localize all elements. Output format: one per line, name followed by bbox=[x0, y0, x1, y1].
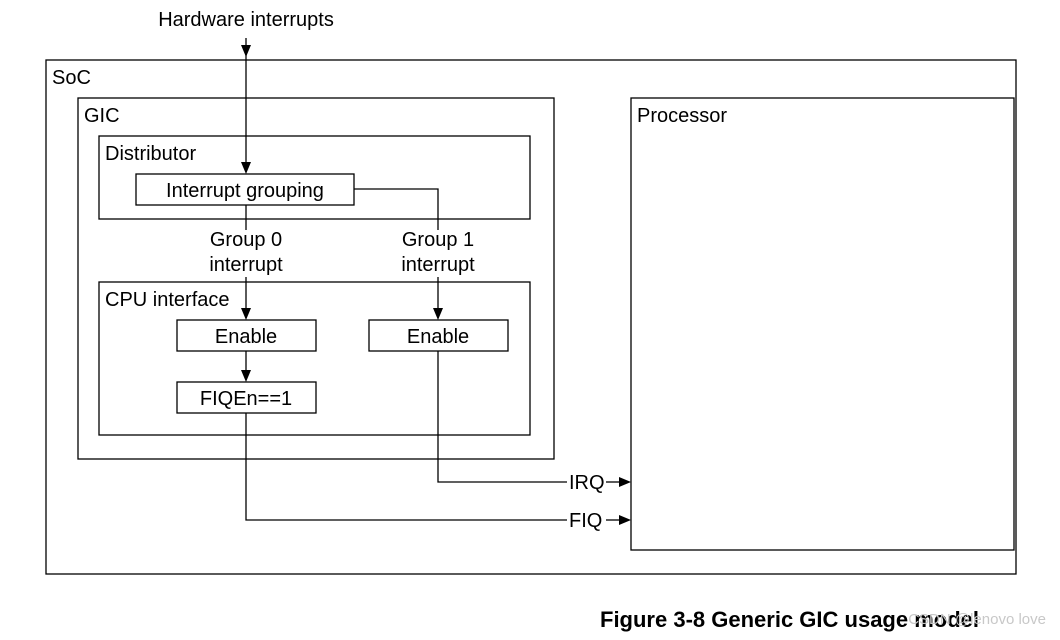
fiq-wire bbox=[245, 413, 567, 521]
enable-group1-label: Enable bbox=[407, 326, 469, 348]
arrow-into-gic bbox=[241, 45, 251, 57]
cpu-interface-label: CPU interface bbox=[105, 289, 230, 311]
group1-wire-upper bbox=[354, 188, 439, 230]
group1-label-line2: interrupt bbox=[401, 254, 475, 276]
soc-label: SoC bbox=[52, 67, 91, 89]
processor-label: Processor bbox=[637, 105, 727, 127]
arrow-into-grouping bbox=[241, 162, 251, 174]
cpu-interface-box bbox=[98, 281, 531, 436]
soc-box bbox=[45, 59, 1017, 575]
fiq-label: FIQ bbox=[569, 510, 602, 532]
group0-label-line2: interrupt bbox=[209, 254, 283, 276]
gic-label: GIC bbox=[84, 105, 120, 127]
processor-box bbox=[630, 97, 1015, 551]
watermark: CSDN @lenovo love bbox=[908, 611, 1046, 628]
interrupt-grouping-label: Interrupt grouping bbox=[166, 180, 324, 202]
group0-label-line1: Group 0 bbox=[210, 229, 282, 251]
figure-caption: Figure 3-8 Generic GIC usage model bbox=[600, 607, 979, 632]
irq-label: IRQ bbox=[569, 472, 605, 494]
distributor-label: Distributor bbox=[105, 143, 196, 165]
arrow-into-enable-group0 bbox=[241, 308, 251, 320]
gic-box bbox=[77, 97, 555, 460]
distributor-box bbox=[98, 135, 531, 220]
fiqen-label: FIQEn==1 bbox=[200, 388, 292, 410]
irq-wire bbox=[437, 351, 567, 483]
hardware-interrupts-label: Hardware interrupts bbox=[158, 9, 334, 31]
arrow-into-enable-group1 bbox=[433, 308, 443, 320]
enable-group0-label: Enable bbox=[215, 326, 277, 348]
arrow-irq-into-processor bbox=[619, 477, 631, 487]
arrow-into-fiqen bbox=[241, 370, 251, 382]
arrow-fiq-into-processor bbox=[619, 515, 631, 525]
group1-label-line1: Group 1 bbox=[402, 229, 474, 251]
